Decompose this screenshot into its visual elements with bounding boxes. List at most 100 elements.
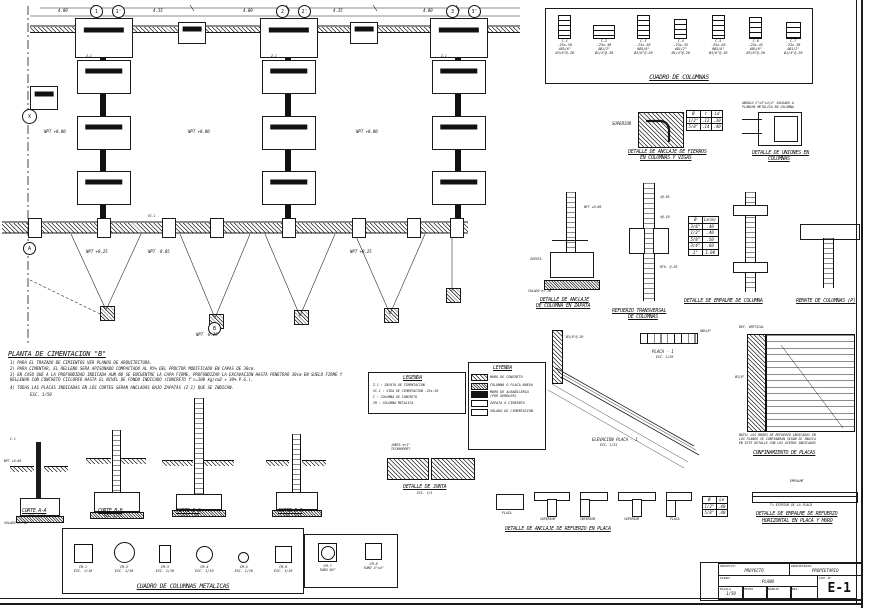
unions-anchor-line [742,133,762,134]
corte-footing [20,498,60,516]
anchor-detail-label: SUPERIOR [612,121,632,126]
axis-circle: 1' [112,5,125,18]
placa1-section [640,333,698,344]
corte-scale: ESC. 1/25 [182,514,200,518]
stirrup-spacing: RTO. @.20 [660,265,678,269]
corte-scale: ESC. 1/25 [104,514,122,518]
footing-column [270,179,308,185]
steel-column-scale: ESC. 1/10 [274,569,293,573]
extra-section-name: CM-7 [323,564,332,568]
steel-column-name: CM-5 [239,565,248,569]
axis-label: 3 [450,8,454,15]
strip-pad [28,218,42,238]
table-cell: 1/2" [688,229,703,237]
title-block: PROYECTO: PROYECTO PROPIETARIO: PROPIETA… [700,562,862,601]
table-cell: r [699,110,712,118]
steel-column-name: CM-3 [160,565,169,569]
placa-anchor-caption: DETALLE DE ANCLAJE DE REFUERZO EN PLACA [505,526,611,532]
corte-floor [203,460,234,466]
column-size: .25x.50 [557,43,572,47]
frame-line-right-inner [856,0,857,604]
strip-pad [162,218,176,238]
corte-footing [94,492,140,512]
horizontal-splice-caption2: HORIZONTAL EN PLACA Y MURO [762,518,833,524]
confinamiento-wall [765,334,855,432]
plan-note: 3) EN CASO QUE A LA PROFUNDIDAD INDICADA… [10,372,343,382]
junta-slab-left [387,458,429,480]
footing-column [440,68,478,74]
level-label: NPT +0.25 [350,249,372,254]
leyenda-label: ZAPATA Ó CIMIENTO [490,400,525,405]
column-stirrup: Ø1/4"@.20 [594,51,614,55]
field-label: PROYECTO: [720,564,737,568]
footing [430,18,488,58]
column-size: .25x.40 [596,43,612,47]
column-name: C-5 [715,39,722,43]
titleblock-sheet-cell: LAM. N° E-1 [817,575,862,600]
footing-tag: Z-1 [271,54,277,58]
t-glyph-stem [632,499,642,517]
junta-note: JUNTA e=1" [391,443,411,447]
transverse-caption2: DE COLUMNAS [628,314,658,320]
steel-column-scale: ESC. 1/10 [195,569,214,573]
titleblock-left-cell [701,563,719,599]
corte-floor [120,458,146,464]
footing-pad [178,22,206,44]
column-section-glyph [593,25,616,39]
solid-swatch [471,391,488,399]
footing [260,18,318,58]
level-label: NPT -0.25 [196,332,218,337]
column-stirrup: Ø3/8"@.20 [555,51,574,55]
steel-column-name: CM-4 [200,565,209,569]
dim-label: 4.00 [423,8,433,13]
legenda-row: C : COLUMNA DE CONCRETO [373,395,418,399]
footing-column [34,91,54,97]
dense-hatch-swatch [471,382,488,390]
square-section-glyph [318,543,338,562]
footing [77,60,131,94]
axis-circle: B [208,322,221,335]
level-label: NPT +0.25 [86,249,108,254]
table-cell: 3/8" [688,222,703,230]
axis-circle-x: X [22,109,37,124]
footing [432,171,486,205]
strip-pad [282,218,296,238]
corte-col-tag: C-1 [10,437,16,441]
axis-label: 2 [280,8,284,15]
axis-circle: 2' [298,5,311,18]
corte-a-a: C-1 NPT +0.00 SOLADO e=.10 [4,437,72,526]
l-glyph-stem [580,499,590,517]
steel-schedule-title: CUADRO DE COLUMNAS METALICAS [136,583,230,590]
zapata-solado-label: SOLADO e=.10 [528,289,552,293]
field-value: PLANO [761,579,775,584]
legenda-row: CM : COLUMNA METALICA [373,401,414,405]
axis-circle: 2 [276,5,289,18]
footing-tag: Z-1 [86,54,92,58]
strip-pad [450,218,464,238]
steel-column-name: CM-6 [279,565,288,569]
placa1-section-scale: ESC. 1/20 [656,355,674,359]
plan-note: 1) PARA EL TRAZADO DE CIMIENTOS VER PLAN… [10,360,153,365]
corte-footing [176,494,222,510]
table-cell: 5/8" [702,509,717,517]
footing-column [354,26,374,32]
confinamiento-note: EN ESTE DETALLE CON LOS ACEROS INDICADOS [739,441,816,445]
table-cell: 1" [688,248,703,256]
corte-b-b [84,428,150,524]
titleblock-date-cell: FECHA [742,586,768,600]
corte-caption: CORTE A-A [22,508,47,514]
table-cell: .40 [715,509,728,517]
strip-pad [407,218,421,238]
unions-caption: DETALLE DE UNIONES EN [752,150,809,156]
column-rebar: 4Ø5/8" [558,47,571,51]
confinamiento-column [747,334,767,432]
